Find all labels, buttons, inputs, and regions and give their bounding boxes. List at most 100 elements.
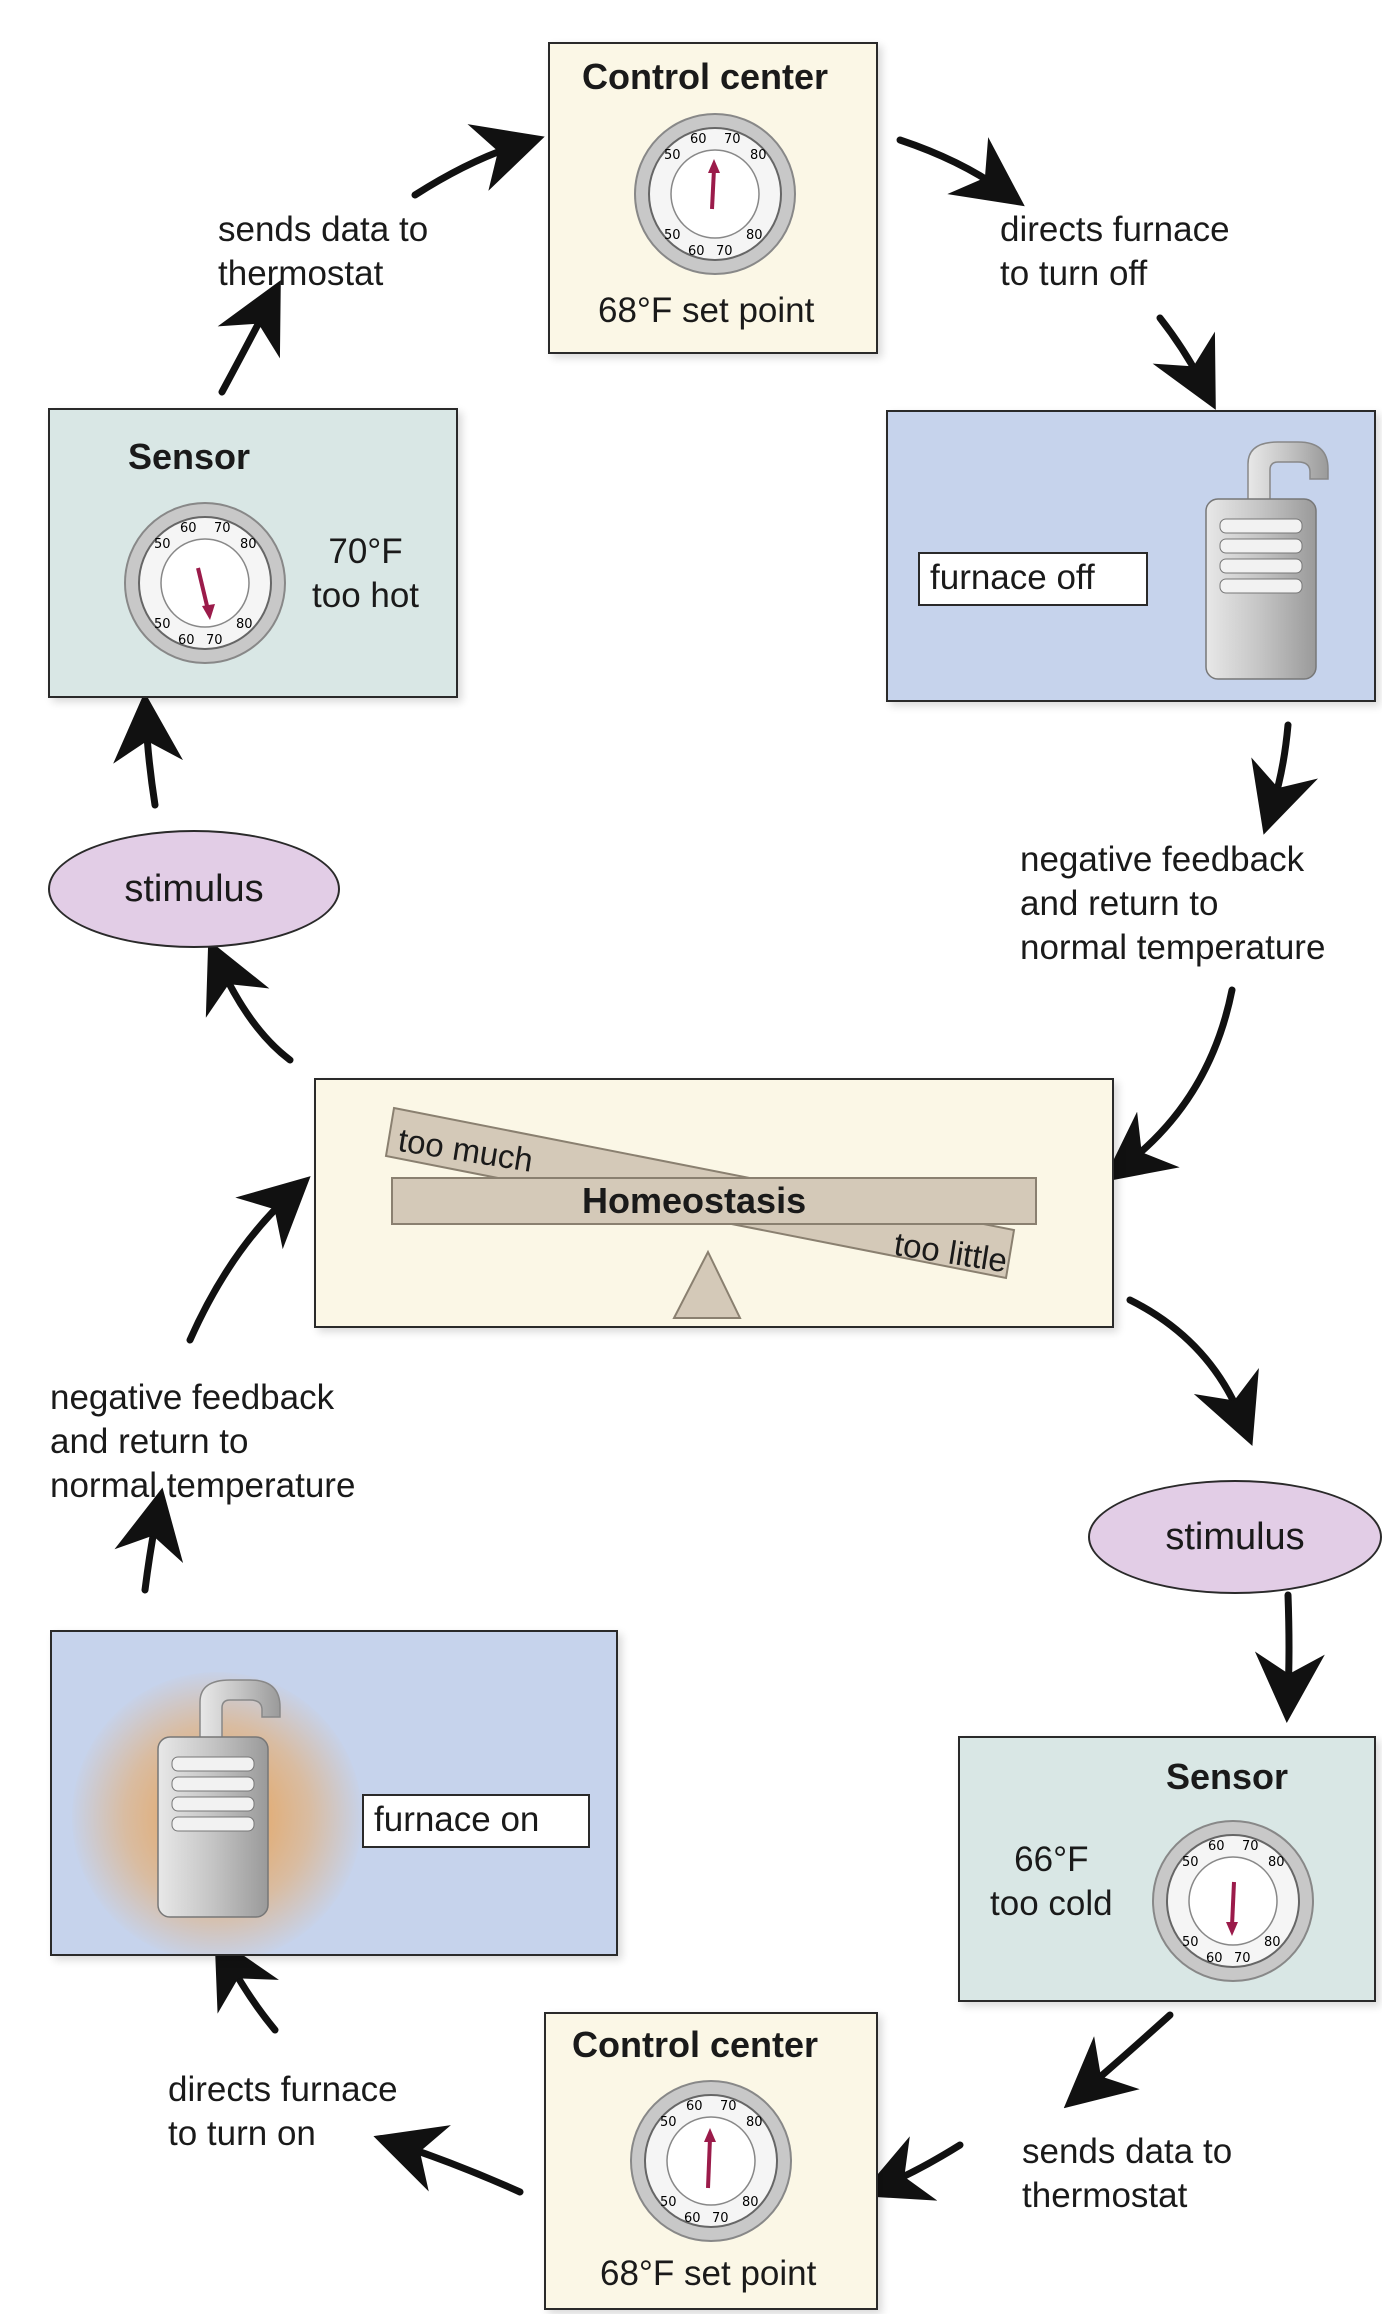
svg-text:60: 60 [684, 2211, 701, 2226]
stimulus-bottom: stimulus [1088, 1480, 1382, 1594]
svg-text:80: 80 [1264, 1935, 1281, 1950]
sensor-top-reading-line2: too hot [312, 576, 420, 615]
svg-text:60: 60 [686, 2099, 703, 2114]
control-center-top-title: Control center [582, 56, 829, 97]
svg-text:50: 50 [1182, 1935, 1199, 1950]
svg-text:80: 80 [746, 2115, 763, 2130]
bottom-arrow-label-line1: sends data to [1022, 2132, 1233, 2171]
bottom-arrow-label: sends data to thermostat [1022, 2130, 1232, 2218]
svg-text:70: 70 [724, 132, 741, 147]
arrow-to-furnace-off [1152, 314, 1216, 410]
arrow-top-left-up [217, 280, 281, 396]
homeostasis-seesaw [384, 1106, 1037, 1319]
sensor-bottom-title: Sensor [1166, 1756, 1289, 1797]
svg-text:70: 70 [206, 633, 223, 648]
control-center-bottom-title: Control center [572, 2024, 819, 2065]
furnace-off-panel: furnace off [886, 410, 1376, 702]
sensor-top: Sensor 50 60 70 80 50 60 70 80 70°F too … [48, 408, 458, 698]
svg-text:60: 60 [178, 633, 195, 648]
svg-text:50: 50 [154, 537, 171, 552]
svg-text:80: 80 [750, 148, 767, 163]
svg-text:60: 60 [688, 244, 705, 259]
sensor-top-reading-line1: 70°F [328, 532, 403, 571]
right-feedback-line1: negative feedback [1020, 840, 1305, 879]
arrow-to-control-bottom [859, 2136, 964, 2201]
svg-text:70: 70 [1234, 1951, 1251, 1966]
thermostat-dial-icon: 50 60 70 80 50 60 70 80 [634, 113, 796, 275]
left-feedback-line1: negative feedback [50, 1378, 335, 1417]
svg-text:70: 70 [214, 521, 231, 536]
arrow-to-furnace-on [214, 1935, 279, 2034]
svg-text:80: 80 [742, 2195, 759, 2210]
arrow-to-control-top [411, 124, 545, 199]
svg-text:60: 60 [1208, 1839, 1225, 1854]
bottom-left-arrow-label-line1: directs furnace [168, 2070, 398, 2109]
control-center-bottom: Control center 50 60 70 80 50 60 70 80 6… [544, 2012, 878, 2310]
svg-text:50: 50 [660, 2195, 677, 2210]
arrow-stimulus-to-sensor [113, 692, 184, 809]
bottom-arrow-label-line2: thermostat [1022, 2176, 1188, 2215]
control-center-top-setpoint: 68°F set point [598, 291, 815, 330]
top-right-arrow-label-line2: to turn off [1000, 254, 1148, 293]
furnace-icon [157, 1679, 281, 1918]
stimulus-top: stimulus [48, 830, 340, 948]
arrow-furnace-off-down [1251, 721, 1319, 835]
top-arrow-label: sends data to thermostat [218, 208, 428, 296]
arrow-control-bottom-left [373, 2125, 524, 2196]
sensor-top-title: Sensor [128, 436, 251, 477]
thermostat-dial-icon: 50 60 70 80 50 60 70 80 [630, 2080, 792, 2242]
furnace-on-label: furnace on [362, 1794, 590, 1848]
svg-text:50: 50 [664, 228, 681, 243]
arrow-furnace-on-up [114, 1487, 184, 1594]
sensor-bottom: Sensor 66°F too cold 50 60 70 80 50 60 7… [958, 1736, 1376, 2002]
furnace-icon [1205, 441, 1329, 680]
svg-text:70: 70 [1242, 1839, 1259, 1854]
svg-text:80: 80 [236, 617, 253, 632]
svg-text:80: 80 [240, 537, 257, 552]
svg-text:60: 60 [690, 132, 707, 147]
svg-text:80: 80 [746, 228, 763, 243]
thermostat-dial-icon: 50 60 70 80 50 60 70 80 [124, 502, 286, 664]
arrow-to-homeostasis-right [1102, 986, 1236, 1183]
sensor-bottom-reading-line2: too cold [990, 1884, 1113, 1923]
top-right-arrow-label: directs furnace to turn off [1000, 208, 1230, 296]
homeostasis-panel: too much too little Homeostasis [314, 1078, 1114, 1328]
svg-text:70: 70 [720, 2099, 737, 2114]
svg-text:50: 50 [154, 617, 171, 632]
arrow-homeostasis-down-right [1126, 1296, 1259, 1446]
right-feedback-label: negative feedback and return to normal t… [1020, 838, 1325, 970]
left-feedback-line3: normal temperature [50, 1466, 356, 1505]
right-feedback-line3: normal temperature [1020, 928, 1326, 967]
bottom-left-arrow-label: directs furnace to turn on [168, 2068, 398, 2156]
svg-text:50: 50 [660, 2115, 677, 2130]
arrow-homeostasis-to-stimulus [205, 939, 294, 1064]
left-feedback-line2: and return to [50, 1422, 249, 1461]
homeostasis-title: Homeostasis [582, 1180, 807, 1221]
arrow-to-homeostasis-left [186, 1176, 311, 1344]
svg-text:70: 70 [716, 244, 733, 259]
top-arrow-label-line1: sends data to [218, 210, 429, 249]
sensor-bottom-reading: 66°F too cold [990, 1838, 1113, 1926]
svg-text:70: 70 [712, 2211, 729, 2226]
thermostat-dial-icon: 50 60 70 80 50 60 70 80 [1152, 1820, 1314, 1982]
svg-text:50: 50 [1182, 1855, 1199, 1870]
svg-text:60: 60 [180, 521, 197, 536]
arrow-sensor-bottom-down [1063, 2011, 1174, 2109]
right-feedback-line2: and return to [1020, 884, 1219, 923]
top-right-arrow-label-line1: directs furnace [1000, 210, 1230, 249]
svg-text:60: 60 [1206, 1951, 1223, 1966]
arrow-stimulus-bottom-down [1254, 1591, 1325, 1723]
furnace-off-label: furnace off [918, 552, 1148, 606]
top-arrow-label-line2: thermostat [218, 254, 384, 293]
arrow-from-control-top [896, 136, 1025, 207]
bottom-left-arrow-label-line2: to turn on [168, 2114, 316, 2153]
control-center-top: Control center 50 60 70 80 50 60 70 80 6… [548, 42, 878, 354]
furnace-on-panel: furnace on [50, 1630, 618, 1956]
sensor-bottom-reading-line1: 66°F [1014, 1840, 1089, 1879]
svg-text:50: 50 [664, 148, 681, 163]
svg-text:80: 80 [1268, 1855, 1285, 1870]
sensor-top-reading: 70°F too hot [312, 530, 419, 618]
control-center-bottom-setpoint: 68°F set point [600, 2254, 817, 2293]
